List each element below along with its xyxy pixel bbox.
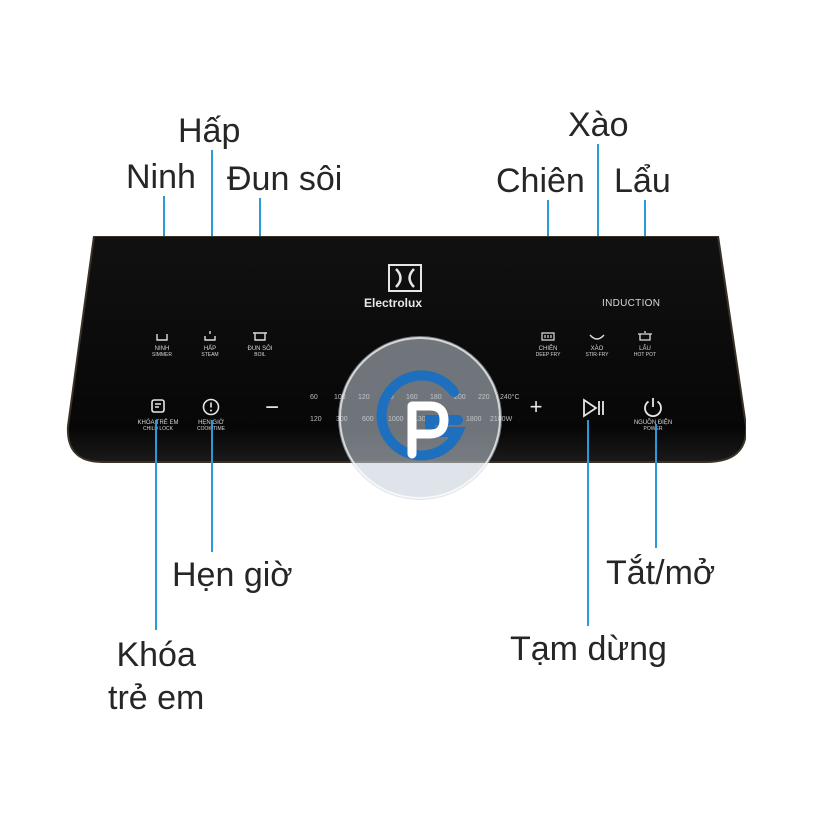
watermark-logo-icon (339, 337, 501, 499)
plus-button[interactable]: + (529, 394, 543, 419)
timer-label-vi: HẸN GIỜ (198, 420, 224, 426)
simmer-button[interactable]: NINH SIMMER (146, 346, 178, 359)
callout-chien: Chiên (496, 162, 585, 200)
deep-fry-label-en: DEEP FRY (535, 351, 561, 358)
callout-ninh: Ninh (126, 158, 196, 196)
power-tick: 120 (310, 416, 322, 423)
callout-dun-soi: Đun sôi (227, 160, 343, 198)
simmer-label-en: SIMMER (152, 351, 172, 358)
play-pause-icon[interactable] (582, 398, 606, 418)
steam-label-en: STEAM (201, 351, 219, 358)
power-button[interactable]: NGUỒN ĐIỆN POWER (632, 420, 674, 433)
steam-button[interactable]: HẤP STEAM (194, 346, 226, 359)
leader-khoa-tre-em (155, 420, 157, 630)
power-icon[interactable] (642, 396, 664, 418)
power-label-vi: NGUỒN ĐIỆN (633, 420, 673, 426)
stir-fry-label-vi: XÀO (590, 346, 604, 352)
leader-tam-dung (587, 420, 589, 626)
hot-pot-icon (637, 330, 653, 342)
minus-button[interactable]: − (264, 394, 279, 421)
deep-fry-button[interactable]: CHIÊN DEEP FRY (530, 346, 566, 359)
callout-khoa-tre-em-line1: Khóa (116, 636, 196, 674)
callout-tam-dung: Tạm dừng (510, 630, 667, 668)
callout-khoa-tre-em: Khóa trẻ em (108, 634, 204, 719)
deep-fry-icon (540, 330, 556, 342)
boil-label-vi: ĐUN SÔI (247, 346, 273, 352)
stir-fry-icon (589, 332, 605, 342)
induction-label: INDUCTION (602, 298, 661, 309)
boil-button[interactable]: ĐUN SÔI BOIL (242, 346, 278, 359)
callout-hen-gio: Hẹn giờ (172, 556, 293, 594)
stir-fry-button[interactable]: XÀO STIR-FRY (579, 346, 615, 359)
temp-tick: 240°C (500, 394, 520, 401)
callout-tat-mo: Tắt/mở (606, 554, 716, 592)
boil-label-en: BOIL (254, 351, 266, 358)
lock-icon[interactable] (150, 398, 166, 414)
hot-pot-label-en: HOT POT (633, 351, 657, 358)
callout-khoa-tre-em-line2: trẻ em (108, 678, 205, 717)
temp-tick: 60 (310, 394, 318, 401)
simmer-icon (155, 332, 169, 342)
power-label-en: POWER (643, 425, 663, 432)
callout-lau: Lẩu (614, 162, 671, 200)
steam-label-vi: HẤP (203, 346, 217, 352)
brand-name: Electrolux (364, 296, 423, 310)
child-lock-label-en: CHILD LOCK (142, 425, 173, 432)
leader-tat-mo (655, 424, 657, 548)
boil-icon (252, 330, 268, 342)
callout-xao: Xào (568, 106, 629, 144)
hot-pot-label-vi: LẨU (639, 346, 651, 352)
child-lock-label-vi: KHÓA TRẺ EM (137, 420, 179, 426)
electrolux-logo-icon (388, 264, 422, 292)
simmer-label-vi: NINH (154, 346, 170, 352)
leader-hen-gio (211, 420, 213, 552)
steam-icon (203, 330, 217, 342)
stir-fry-label-en: STIR-FRY (585, 351, 609, 358)
child-lock-button[interactable]: KHÓA TRẺ EM CHILD LOCK (132, 420, 184, 433)
callout-hap: Hấp (178, 112, 241, 150)
deep-fry-label-vi: CHIÊN (538, 346, 558, 352)
watermark (338, 336, 502, 500)
clock-icon[interactable] (202, 398, 220, 416)
hot-pot-button[interactable]: LẨU HOT POT (627, 346, 663, 359)
